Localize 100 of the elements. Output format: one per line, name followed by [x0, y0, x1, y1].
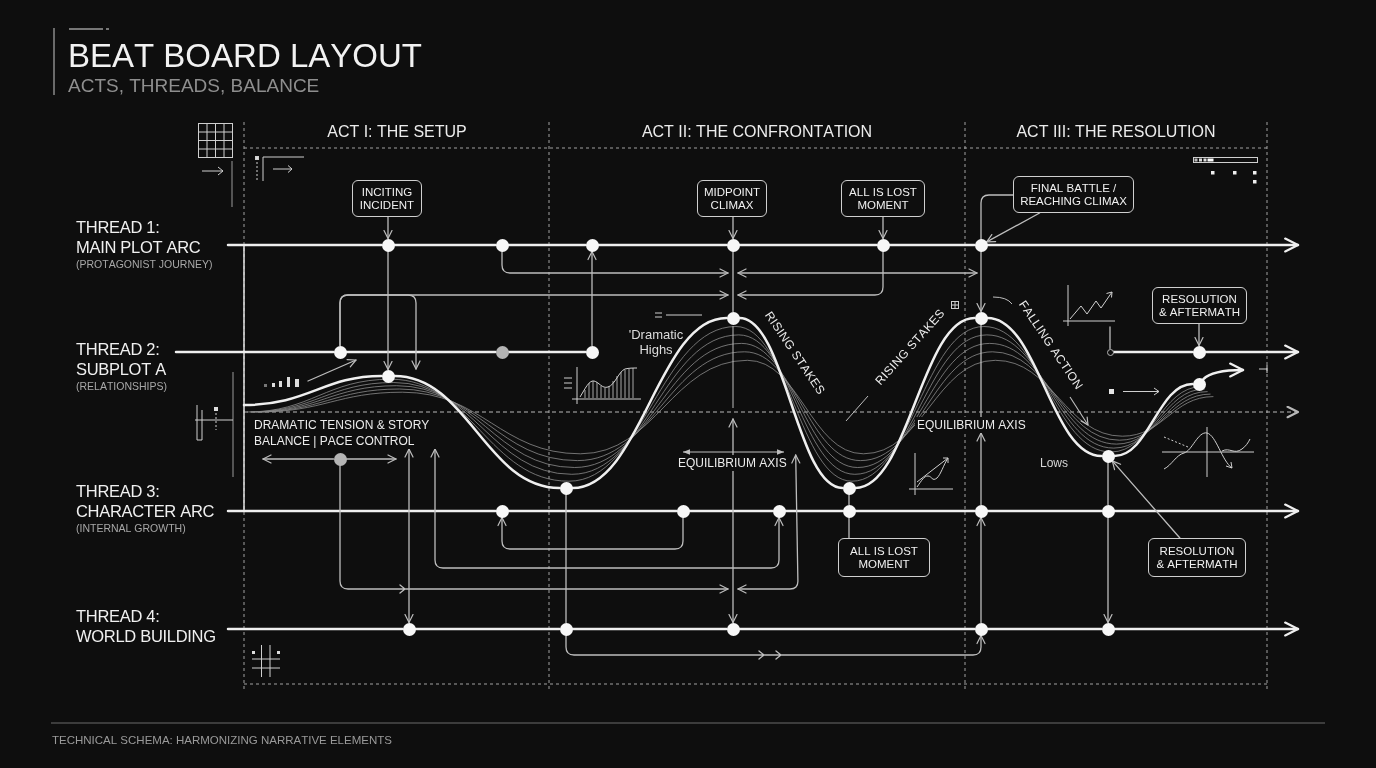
callout-box: RESOLUTION & AFTERMATH — [1152, 287, 1247, 324]
connector-arrow — [339, 294, 421, 370]
thread-line — [174, 350, 335, 354]
connector-arrow — [501, 250, 729, 278]
thread-line — [784, 509, 844, 513]
thread-line — [226, 243, 383, 247]
connector-arrow — [728, 418, 738, 456]
tension-wave — [1202, 362, 1245, 381]
thread-line — [1204, 344, 1300, 360]
beat-dot-icon — [974, 238, 988, 252]
callout-box: ALL IS LOST MOMENT — [841, 180, 925, 217]
act-heading: ACT I: THE SETUP — [327, 122, 467, 141]
thread-line — [507, 243, 587, 247]
thread-line — [1113, 621, 1300, 637]
connector-arrow — [878, 216, 888, 240]
connector-line — [1107, 461, 1109, 506]
thread-line — [1113, 503, 1300, 519]
connector-arrow — [1103, 516, 1113, 624]
thread-line — [888, 243, 976, 247]
ring-icon — [1106, 348, 1114, 356]
subtitle: ACTS, THREADS, BALANCE — [68, 75, 320, 97]
connector-arrow — [737, 250, 884, 300]
beat-dot-icon — [1101, 504, 1115, 518]
thread-line — [738, 627, 976, 631]
beat-dot-icon — [585, 345, 599, 359]
axis-caption: EQUILIBRIUM AXIS — [915, 417, 1028, 433]
beat-dot-icon — [974, 311, 988, 325]
beat-dot-icon — [974, 622, 988, 636]
connector-arrow — [976, 194, 1014, 313]
beat-dot-icon — [1101, 449, 1115, 463]
beat-dot-icon — [559, 622, 573, 636]
connector-arrow — [1111, 460, 1181, 539]
beat-dot-icon — [495, 345, 509, 359]
beat-dot-icon — [676, 504, 690, 518]
connector-arrow — [262, 454, 335, 464]
tension-wave — [854, 316, 976, 490]
thread-line — [986, 627, 1103, 631]
connector-arrow — [383, 216, 393, 240]
beat-dot-icon — [726, 311, 740, 325]
beat-dot-icon — [1192, 345, 1206, 359]
tension-wave — [986, 316, 1103, 458]
tension-wave — [738, 316, 844, 490]
connector-arrow — [497, 516, 684, 550]
tension-wave — [393, 374, 561, 490]
page-title: BEAT BOARD LAYOUT — [68, 39, 422, 73]
connector-line — [848, 516, 850, 539]
connector-line — [732, 250, 734, 313]
connector-arrow — [345, 454, 397, 464]
beat-dot-icon — [495, 238, 509, 252]
axis-caption: EQUILIBRIUM AXIS — [676, 455, 789, 471]
bar-chart-icon — [264, 376, 300, 388]
beat-dot-icon — [585, 238, 599, 252]
thread-title: THREAD 1: MAIN PLOT ARC — [76, 217, 202, 257]
wave-annotation: 'Dramatic Highs — [627, 327, 685, 357]
connector-line — [848, 493, 850, 506]
thread-line — [507, 350, 587, 354]
connector-arrow — [737, 268, 978, 278]
connector-arrow — [737, 454, 801, 594]
beat-dot-icon — [726, 622, 740, 636]
beat-dot-icon — [842, 504, 856, 518]
beat-dot-icon — [876, 238, 890, 252]
callout-box: INCITING INCIDENT — [352, 180, 422, 217]
thread-subtitle: (RELATIONSHIPS) — [76, 380, 167, 393]
connector-arrow — [404, 448, 414, 624]
beat-dot-icon — [402, 622, 416, 636]
thread-line — [345, 350, 497, 354]
thread-line — [507, 509, 678, 513]
beat-dot-icon — [726, 238, 740, 252]
tension-wave — [242, 374, 383, 407]
thread-line — [597, 243, 728, 247]
thread-subtitle: (INTERNAL GROWTH) — [76, 522, 186, 535]
act-heading: ACT II: THE CONFRONTATION — [641, 122, 873, 141]
callout-box: MIDPOINT CLIMAX — [697, 180, 767, 217]
connector-arrow — [986, 212, 1041, 243]
beat-dot-icon — [1101, 622, 1115, 636]
thread-title: THREAD 2: SUBPLOT A — [76, 339, 167, 379]
connector-arrow — [728, 216, 738, 240]
thread-line — [738, 243, 878, 247]
connector-line — [1109, 326, 1111, 350]
connector-arrow — [976, 516, 986, 624]
trough-label: Lows — [1040, 456, 1068, 470]
callout-box: FINAL BATTLE / REACHING CLIMAX — [1013, 176, 1134, 213]
thread-line — [571, 627, 728, 631]
callout-box: RESOLUTION & AFTERMATH — [1148, 538, 1246, 577]
line-chart-icon — [1063, 284, 1115, 327]
beat-dot-icon — [381, 238, 395, 252]
thread-title: THREAD 4: WORLD BUILDING — [76, 606, 217, 646]
thread-line — [986, 237, 1300, 253]
beat-dot-icon — [333, 345, 347, 359]
callout-box: ALL IS LOST MOMENT — [838, 538, 930, 577]
beat-dot-icon — [974, 504, 988, 518]
thread-line — [414, 627, 561, 631]
beat-dot-icon — [772, 504, 786, 518]
connector-arrow — [976, 432, 986, 506]
connector-arrow — [565, 634, 986, 660]
connector-arrow — [339, 464, 729, 594]
thread-subtitle: (PROTAGONIST JOURNEY) — [76, 258, 213, 271]
connector-arrow — [1194, 323, 1204, 347]
beat-dot-icon — [333, 452, 347, 466]
connector-arrow — [728, 470, 738, 624]
